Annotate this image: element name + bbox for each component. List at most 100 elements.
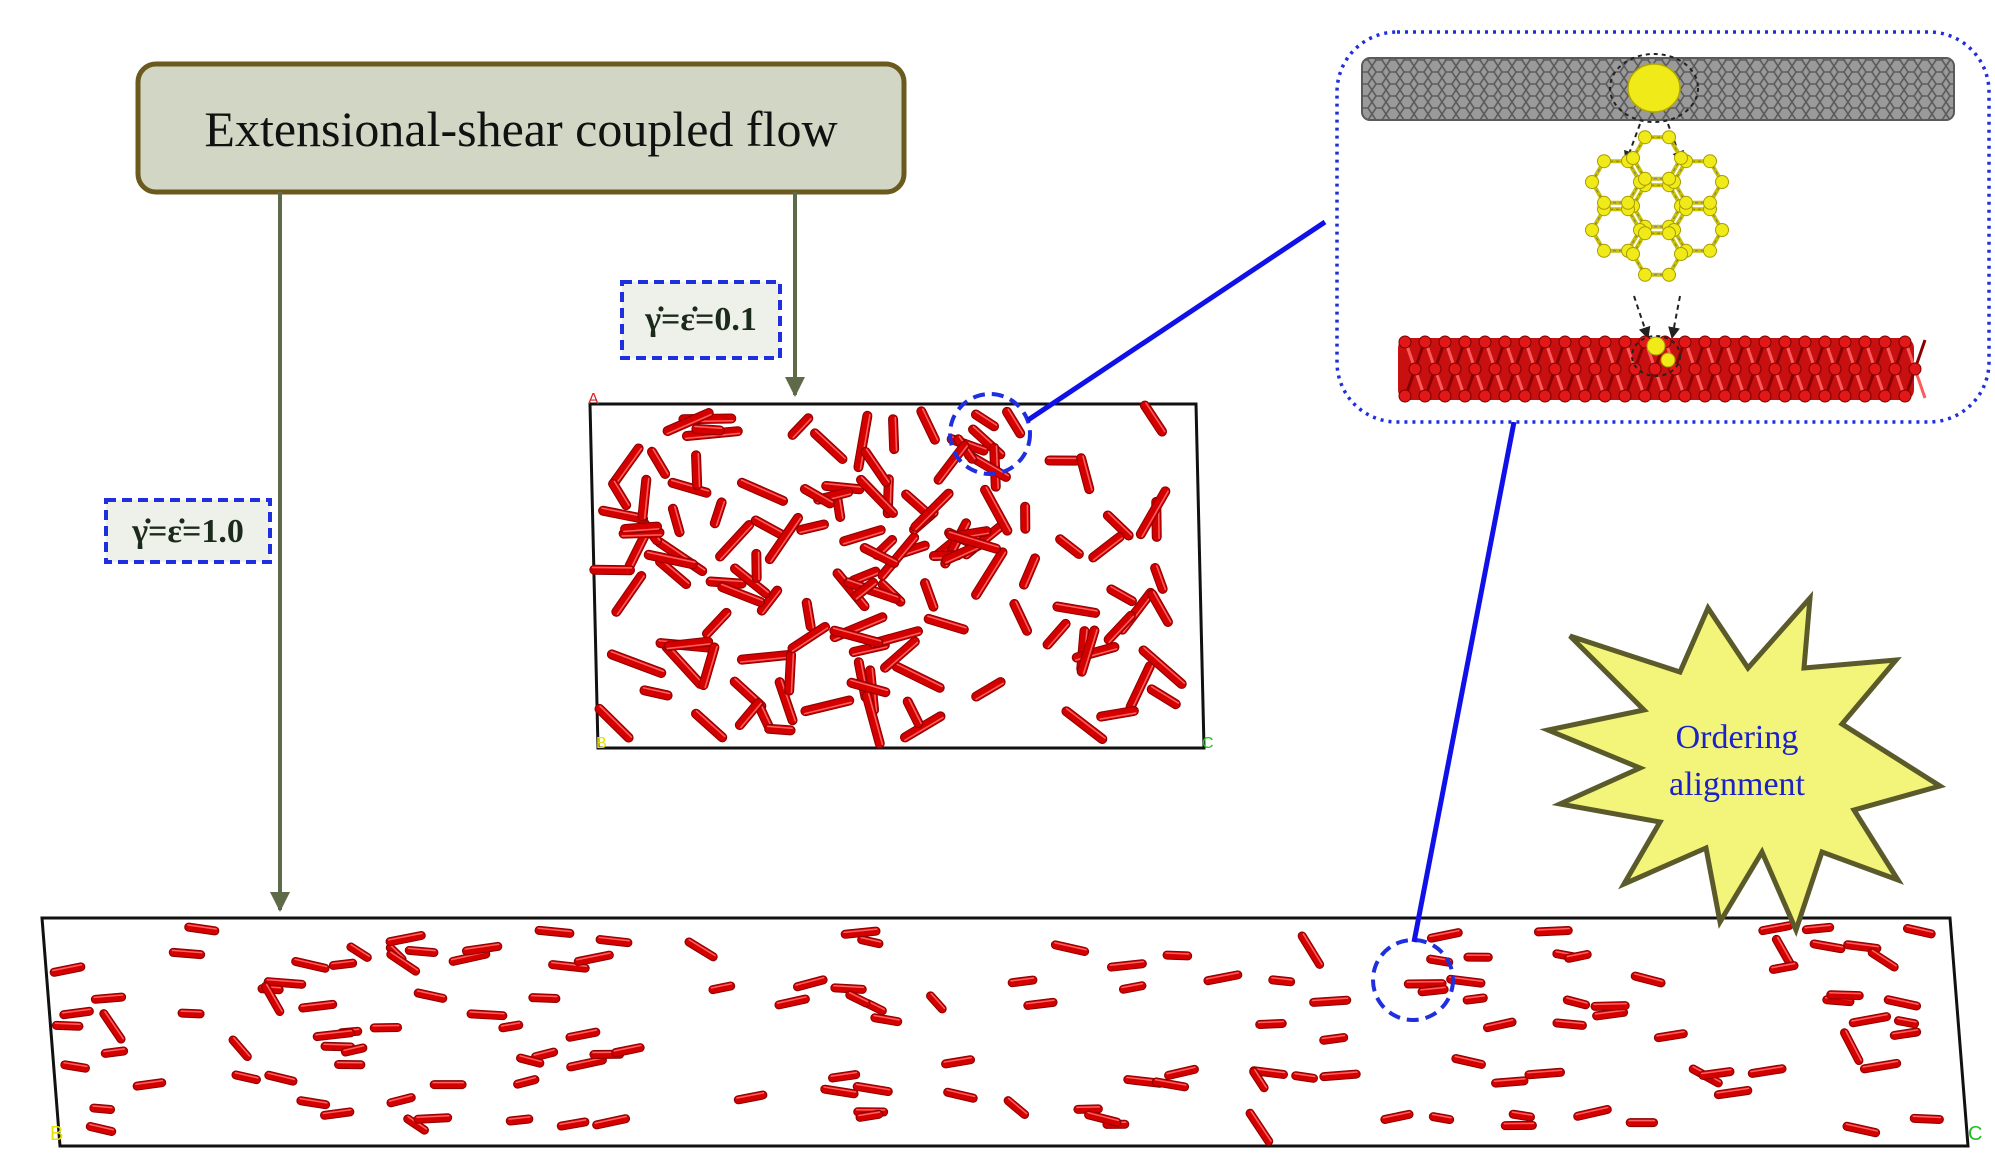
rod [919,578,939,612]
rod [971,547,1008,600]
rod [513,1075,540,1089]
rod [1164,1064,1199,1080]
rod [733,1090,768,1105]
rate-label-low-text: γ̇=ε̇=0.1 [644,301,757,338]
rod [691,423,725,436]
rod [1076,625,1100,677]
rod [970,409,1000,432]
rod [1909,1113,1944,1124]
rod [1162,950,1193,961]
rod [855,1109,884,1122]
rod [1106,584,1137,607]
rod [620,521,663,534]
rod [870,1013,903,1027]
rod [594,703,634,743]
rod [1096,706,1139,722]
burst-line-2: alignment [1669,766,1806,803]
rod [910,488,954,532]
rod [100,1046,129,1058]
rod [589,564,635,576]
rod [1625,1118,1659,1128]
rod [1889,1027,1922,1040]
rod-group-small [589,400,1187,749]
rod [429,1080,467,1090]
rod [385,931,426,947]
rod [715,519,755,562]
rod [1428,1112,1455,1125]
rod [534,925,575,938]
zoom-connectors [1026,219,1517,943]
rod [386,949,421,976]
rod [1771,934,1796,969]
rod [320,1107,355,1120]
rod [1768,961,1799,974]
corner-label-b-large: B [50,1123,63,1145]
rod [643,549,698,570]
rod [1055,534,1084,559]
rod [1003,1096,1030,1119]
rod [941,1055,976,1069]
rod [1249,1067,1269,1093]
rod [1007,975,1038,988]
connector-large [1411,421,1517,943]
rod [1052,601,1101,618]
rod [386,1093,416,1108]
rod [1245,1108,1274,1146]
rod [592,1114,631,1130]
corner-label-c-large: C [1968,1123,1982,1145]
rod [1564,950,1592,963]
rod [774,677,798,726]
flow-arrows [270,192,805,912]
rod [792,975,828,992]
rod [1446,974,1486,988]
connector-small [1026,219,1327,423]
rod [1076,453,1095,495]
rod [787,413,814,440]
rod [1009,599,1033,636]
rod [736,477,789,506]
zoom-panel [1335,30,1991,424]
rod [857,935,884,949]
simulation-box-large: B C [40,916,1982,1148]
rod [90,992,127,1004]
rod [566,1055,607,1072]
rod [730,563,771,599]
rod [99,1009,126,1044]
rod [880,636,920,673]
rod [845,990,871,1008]
rod [516,1053,545,1068]
rod [856,474,898,518]
rod [923,613,969,635]
rod [1859,1058,1902,1074]
rod [498,1020,524,1033]
rod [933,440,970,485]
rod [787,621,831,654]
title-box: Extensional-shear coupled flow [135,61,907,195]
rod [846,677,891,698]
rod [1147,589,1173,627]
rod [1268,975,1296,987]
rod [851,577,879,602]
rod [611,570,647,617]
rod [1426,928,1463,943]
rod [702,607,732,639]
rod [828,1070,861,1083]
rod [298,999,338,1013]
rod [691,450,703,491]
rod [184,922,220,936]
rod [1698,1067,1735,1080]
rod [1084,1110,1122,1127]
rod [573,950,614,966]
rod [1842,1121,1881,1138]
rod [369,1023,403,1033]
rod [334,1059,366,1070]
rod [608,478,632,511]
rod [1573,1105,1612,1121]
rod [736,649,796,665]
rod [1451,1054,1486,1069]
rod [1483,1017,1517,1033]
rod [1106,959,1147,972]
rod [902,696,924,729]
rod [1524,1067,1566,1080]
rod [764,512,804,565]
